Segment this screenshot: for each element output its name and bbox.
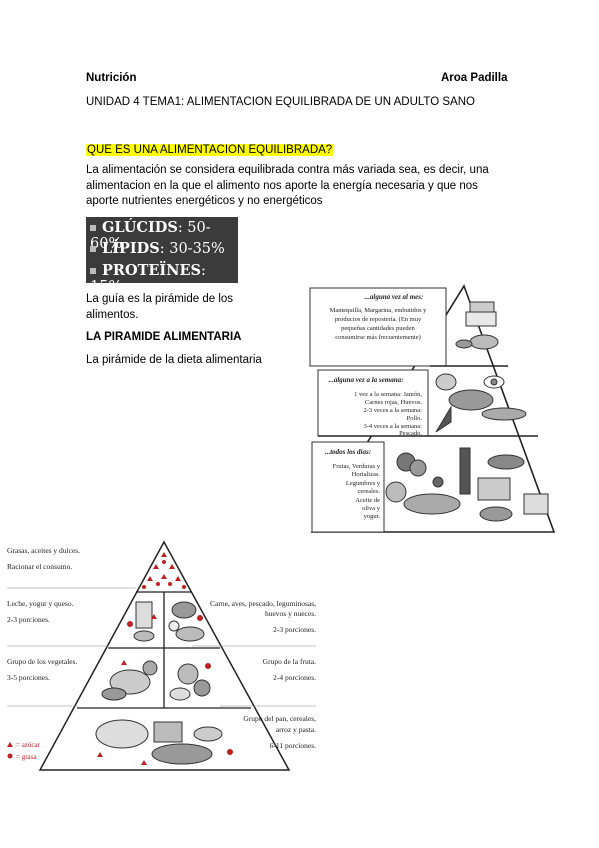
macro-name: LÍPIDS [102,240,160,257]
intro-line-2: alimentacion en la que el alimento nos a… [86,179,478,192]
meat-label-2: huevos y nueces. [265,609,316,618]
bottom-tier-line: Hortalizas. [352,471,381,478]
middle-tier-line: 1 vez a la semana: Jamón, [354,391,422,398]
legend-sugar: = azúcar [16,741,41,749]
bottom-tier-line: cereales. [357,488,380,495]
sugar-fat-marks [142,552,186,589]
macro-value: : 30-35% [159,241,225,257]
bread-portions: 6-11 porciones. [270,741,317,750]
bottom-tier-line: Legumbres y [346,480,381,487]
sweets-icon [455,301,499,350]
vegetables-label: Grupo de los vegetales. [7,657,78,666]
macro-row-proteins: PROTEÏNES: 15% [90,262,238,295]
bullet-icon [90,268,96,274]
unit-title: UNIDAD 4 TEMA1: ALIMENTACION EQUILIBRADA… [86,96,475,108]
bottom-tier-line: Frutas, Verduras y [333,463,381,470]
dairy-icon [127,601,157,642]
intro-line-1: La alimentación se considera equilibrada… [86,164,489,176]
meat-portions: 2-3 porciones. [273,625,316,634]
dairy-label: Leche, yogur y queso. [7,599,74,608]
macro-name: GLÚCIDS [102,219,178,236]
guide-line-1: La guía es la pirámide de los [86,293,234,305]
bread-cereal-icon [95,719,233,765]
middle-tier-title: ...alguna vez a la semana: [329,376,404,384]
meat-eggs-icon [435,373,527,433]
fats-label: Grasas, aceites y dulces. [7,546,80,555]
meat-label: Carne, aves, pescado, leguminosas, [210,599,316,608]
bread-label-2: arroz y pasta. [276,725,316,734]
author-name: Aroa Padilla [441,72,508,84]
intro-paragraph: La alimentación se considera equilibrada… [86,163,526,210]
vegetables-portions: 3-5 porciones. [7,673,50,682]
top-tier-line: productos de repostería. (En muy [335,316,422,323]
bottom-tier-line: yogur. [364,513,381,520]
middle-tier-line: Pescado. [399,430,422,437]
food-guide-pyramid: Grasas, aceites y dulces. Racionar el co… [7,540,317,771]
intro-line-3: aporte nutrientes energéticos y no energ… [86,195,323,207]
top-tier-title: ...alguna vez al mes: [365,293,424,301]
fat-dot-icon [7,753,13,759]
highlighted-question: QUE ES UNA ALIMENTACION EQUILIBRADA? [86,144,334,156]
bottom-tier-line: Aceite de [355,497,380,504]
guide-line-2: alimentos. [86,308,139,321]
middle-tier-line: 3-4 veces a la semana: [364,423,423,430]
bread-label: Grupo del pan, cereales, [243,714,316,723]
bullet-icon [90,246,96,252]
bottom-tier-title: ...todos los días: [325,448,371,456]
fruit-icon [169,663,211,701]
macro-value: : 15% [90,263,206,295]
dairy-portions: 2-3 porciones. [7,615,50,624]
macro-name: PROTEÏNES [102,262,201,279]
fruit-label: Grupo de la fruta. [263,657,316,666]
top-tier-line: pequeñas cantidades pueden [341,325,415,332]
meat-icon [168,601,205,642]
question-heading: QUE ES UNA ALIMENTACION EQUILIBRADA? [86,140,334,158]
fats-portions: Racionar el consumo. [7,562,72,571]
food-pyramid-frequency: ...alguna vez al mes: Mantequilla, Marga… [309,284,556,533]
middle-tier-line: 2-3 veces a la semana: [364,407,423,414]
bullet-icon [90,225,96,231]
macro-value: : 50-60% [90,220,211,252]
top-tier-line: consumirse más frecuentemente) [335,334,421,341]
middle-tier-line: Carnes rojas, Huevos. [365,399,422,406]
bottom-tier-line: oliva y [362,505,381,512]
macro-row-lipids: LÍPIDS: 30-35% [90,240,225,257]
sugar-triangle-icon [7,742,13,747]
legend-fat: = grasa [16,753,37,761]
macro-row-glucids: GLÚCIDS: 50-60% [90,219,238,252]
subject-title: Nutrición [86,72,137,84]
top-tier-line: Mantequilla, Margarina, embutidos y [330,307,428,314]
section-subtitle: La pirámide de la dieta alimentaria [86,354,262,366]
daily-foods-icon [385,447,549,522]
macronutrient-box: GLÚCIDS: 50-60% LÍPIDS: 30-35% PROTEÏNES… [86,217,238,295]
section-title: LA PIRAMIDE ALIMENTARIA [86,331,242,343]
middle-tier-line: Pollo. [407,415,423,422]
guide-text: La guía es la pirámide de los alimentos. [86,292,233,323]
vegetables-icon [101,660,158,701]
fruit-portions: 2-4 porciones. [273,673,316,682]
